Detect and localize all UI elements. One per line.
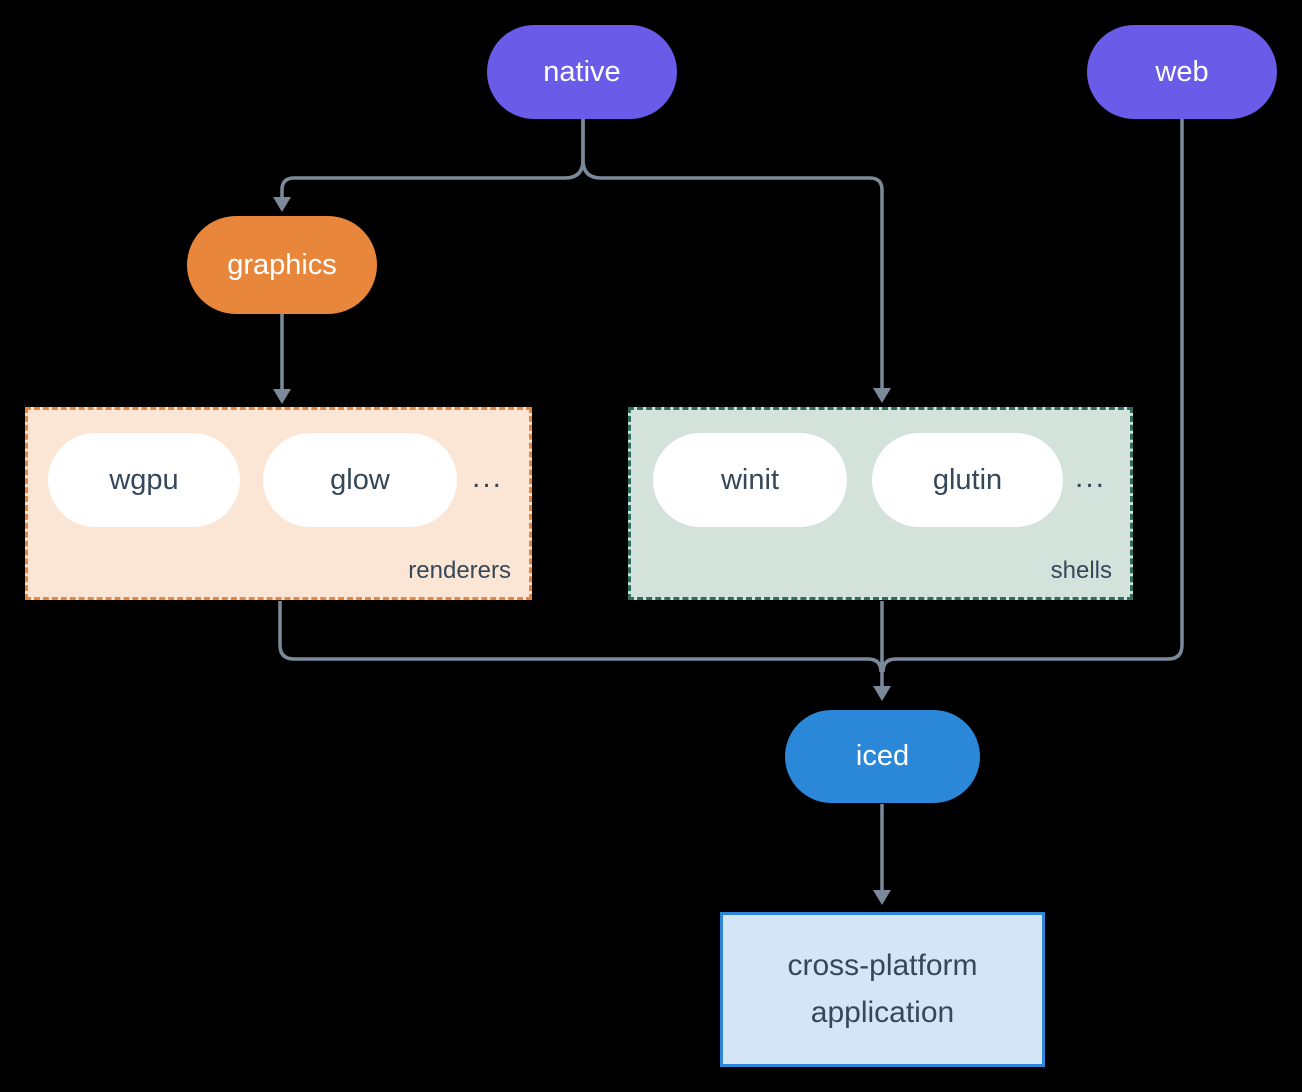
- node-iced-label: iced: [855, 740, 910, 772]
- node-glutin: glutin: [872, 433, 1063, 527]
- node-graphics-label: graphics: [227, 248, 337, 281]
- node-cross-platform-application: cross-platform application: [720, 912, 1045, 1067]
- node-glow-label: glow: [330, 463, 390, 496]
- node-graphics: graphics: [187, 216, 377, 314]
- node-glow: glow: [263, 433, 457, 527]
- node-winit-label: winit: [720, 463, 779, 496]
- application-label-line2: application: [810, 995, 955, 1029]
- arrowhead-shells: [873, 388, 891, 403]
- group-shells-label: shells: [1050, 557, 1112, 584]
- renderers-ellipsis: ...: [471, 461, 503, 494]
- arrowhead-renderers: [273, 389, 291, 404]
- arrowhead-iced: [873, 686, 891, 701]
- node-wgpu-label: wgpu: [109, 463, 179, 496]
- arrowhead-application: [873, 890, 891, 905]
- shells-ellipsis: ...: [1074, 461, 1106, 494]
- group-shells: winit glutin ... shells: [628, 407, 1133, 600]
- edge-renderers-iced: [278, 601, 883, 673]
- node-native-label: native: [543, 55, 621, 88]
- edge-native-shells: [581, 119, 884, 389]
- node-web-label: web: [1155, 55, 1209, 88]
- edge-native-graphics: [280, 119, 585, 198]
- node-glutin-label: glutin: [932, 463, 1003, 496]
- node-wgpu: wgpu: [48, 433, 240, 527]
- node-winit: winit: [653, 433, 847, 527]
- group-renderers: wgpu glow ... renderers: [25, 407, 532, 600]
- edge-web-iced: [881, 119, 1184, 673]
- group-renderers-label: renderers: [408, 557, 511, 584]
- node-iced: iced: [785, 710, 980, 803]
- node-web: web: [1087, 25, 1277, 119]
- node-native: native: [487, 25, 677, 119]
- arrowhead-graphics: [273, 197, 291, 212]
- application-label-line1: cross-platform: [787, 949, 978, 982]
